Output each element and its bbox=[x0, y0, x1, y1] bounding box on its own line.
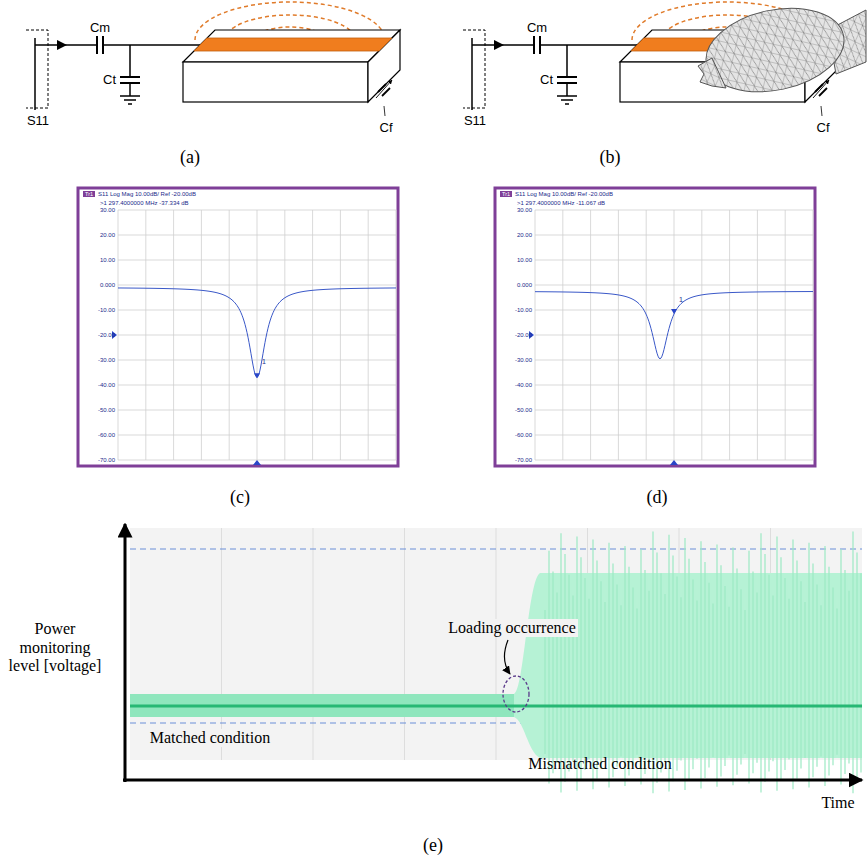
capacitor-label: Cm bbox=[90, 21, 110, 36]
axis-tick: -40.00 bbox=[515, 382, 532, 389]
axis-tick: 30.00 bbox=[100, 207, 115, 214]
axis-tick: -40.00 bbox=[98, 382, 115, 389]
axis-tick: -60.00 bbox=[515, 432, 532, 439]
vna-screen bbox=[78, 188, 398, 466]
axis-tick: 20.00 bbox=[517, 232, 532, 239]
axis-tick: -30.00 bbox=[98, 357, 115, 364]
axis-tick: 0.000 bbox=[100, 282, 115, 289]
panel-label: (e) bbox=[423, 835, 443, 856]
capacitor-label: Cf bbox=[380, 121, 393, 136]
vna-screenshots bbox=[78, 188, 815, 466]
trace-tag: Tr1 bbox=[500, 191, 512, 197]
axis-tick: -30.00 bbox=[515, 357, 532, 364]
axis-tick: 30.00 bbox=[517, 207, 532, 214]
axis-title: Time bbox=[821, 794, 854, 812]
port-label: S11 bbox=[27, 114, 49, 129]
axis-tick: -70.00 bbox=[515, 457, 532, 464]
panel-label: (a) bbox=[180, 147, 200, 168]
vna-screen bbox=[495, 188, 815, 466]
marker-number: 1 bbox=[679, 296, 683, 304]
marker-number: 1 bbox=[262, 358, 266, 366]
state-label: Mismatched condition bbox=[528, 755, 672, 773]
power-plot bbox=[123, 524, 862, 793]
capacitor-label: Ct bbox=[540, 73, 553, 88]
capacitor-label: Cm bbox=[527, 21, 547, 36]
capacitor-label: Ct bbox=[103, 73, 116, 88]
panel-label: (b) bbox=[600, 147, 621, 168]
head-mesh bbox=[698, 0, 866, 104]
axis-tick: -60.00 bbox=[98, 432, 115, 439]
marker-readout: >1 297.4000000 MHz -11.067 dB bbox=[517, 200, 605, 207]
port-label: S11 bbox=[464, 114, 486, 129]
panel-label: (d) bbox=[647, 487, 668, 508]
axis-tick: -10.00 bbox=[515, 307, 532, 314]
axis-tick: -70.00 bbox=[98, 457, 115, 464]
panel-label: (c) bbox=[230, 487, 250, 508]
trace-header: S11 Log Mag 10.00dB/ Ref -20.00dB bbox=[98, 191, 196, 198]
marker-readout: >1 297.4000000 MHz -37.334 dB bbox=[100, 200, 189, 207]
axis-tick: -20.00 bbox=[515, 332, 532, 339]
axis-tick: 10.00 bbox=[517, 257, 532, 264]
schematic-a bbox=[26, 2, 400, 116]
axis-tick: -50.00 bbox=[515, 407, 532, 414]
axis-tick: 0.000 bbox=[517, 282, 532, 289]
axis-tick: -20.00 bbox=[98, 332, 115, 339]
axis-tick: -50.00 bbox=[98, 407, 115, 414]
state-label: Matched condition bbox=[148, 729, 272, 747]
axis-tick: 20.00 bbox=[100, 232, 115, 239]
trace-tag: Tr1 bbox=[83, 191, 95, 197]
axis-title: Power monitoring level [voltage] bbox=[5, 620, 105, 675]
trace-header: S11 Log Mag 10.00dB/ Ref -20.00dB bbox=[515, 191, 613, 198]
capacitor-label: Cf bbox=[817, 121, 830, 136]
callout-label: Loading occurrence bbox=[446, 619, 577, 637]
axis-tick: 10.00 bbox=[100, 257, 115, 264]
axis-tick: -10.00 bbox=[98, 307, 115, 314]
